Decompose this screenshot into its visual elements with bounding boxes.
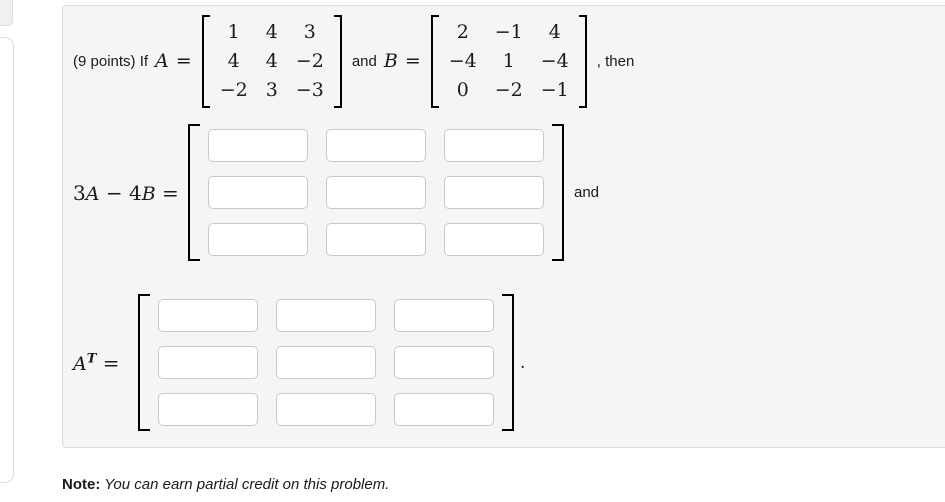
matrix-cell: −4: [448, 49, 477, 72]
matrix-input[interactable]: [326, 176, 426, 209]
matrix-cell: −4: [540, 49, 569, 72]
matrix-b-values: 2 −1 4 −4 1 −4 0 −2 −1: [439, 15, 579, 108]
right-bracket: [333, 14, 342, 108]
matrix-a-display: 1 4 3 4 4 −2 −2 3 −3: [201, 14, 342, 108]
transpose-superscript: T: [86, 350, 97, 366]
matrix-b-symbol: B: [383, 50, 398, 72]
left-bracket: [201, 14, 210, 108]
matrix-input[interactable]: [276, 393, 376, 426]
matrix-cell: 4: [548, 20, 561, 43]
matrix-cell: −3: [295, 78, 324, 101]
matrix-cell: 1: [502, 49, 515, 72]
left-bracket: [138, 294, 150, 431]
answer-grid-a-transpose: [158, 294, 494, 431]
matrix-cell: 1: [227, 20, 240, 43]
answer-block-a-transpose: AT = .: [73, 294, 525, 431]
matrix-b-display: 2 −1 4 −4 1 −4 0 −2 −1: [430, 14, 587, 108]
matrix-input[interactable]: [444, 129, 544, 162]
matrix-input[interactable]: [158, 346, 258, 379]
matrix-input[interactable]: [276, 299, 376, 332]
top-left-panel-fragment: [0, 0, 13, 26]
equals-sign: =: [96, 350, 120, 375]
left-bracket: [430, 14, 439, 108]
note-prefix: Note:: [62, 476, 101, 493]
matrix-a-symbol: A: [155, 50, 169, 72]
matrix-cell: −1: [540, 78, 569, 101]
matrix-cell: −2: [494, 78, 523, 101]
right-bracket: [502, 294, 514, 431]
right-bracket: [578, 14, 587, 108]
coefficient: 3: [73, 180, 86, 205]
matrix-cell: 4: [265, 49, 278, 72]
partial-credit-note: Note: You can earn partial credit on thi…: [62, 476, 389, 493]
matrix-input[interactable]: [326, 129, 426, 162]
problem-panel: (9 points) If A = 1 4 3 4 4 −2 −2 3 −3 a: [62, 5, 945, 448]
matrix-input[interactable]: [158, 299, 258, 332]
problem-statement: (9 points) If A = 1 4 3 4 4 −2 −2 3 −3 a: [73, 14, 634, 108]
matrix-cell: 3: [303, 20, 316, 43]
and-label: and: [574, 184, 600, 201]
minus-sign: −: [99, 180, 129, 205]
matrix-input[interactable]: [276, 346, 376, 379]
equals-sign: =: [155, 180, 179, 205]
matrix-input[interactable]: [158, 393, 258, 426]
expression-label-a-transpose: AT =: [73, 351, 138, 375]
matrix-cell: 2: [456, 20, 469, 43]
points-label: (9 points) If: [73, 52, 149, 70]
left-bracket: [188, 124, 200, 261]
matrix-cell: −2: [295, 49, 324, 72]
matrix-a-values: 1 4 3 4 4 −2 −2 3 −3: [210, 15, 334, 108]
matrix-cell: 4: [265, 20, 278, 43]
answer-grid-3a-4b: [208, 124, 544, 261]
matrix-cell: −2: [219, 78, 248, 101]
matrix-input[interactable]: [394, 299, 494, 332]
variable-a: A: [73, 352, 87, 375]
matrix-input[interactable]: [208, 176, 308, 209]
expression-label-3a-4b: 3A − 4B =: [73, 181, 188, 205]
matrix-input[interactable]: [394, 393, 494, 426]
matrix-cell: 3: [265, 78, 278, 101]
matrix-cell: 0: [456, 78, 469, 101]
then-label: , then: [596, 52, 635, 70]
and-label: and: [351, 52, 377, 70]
equals-sign: =: [404, 50, 421, 72]
matrix-input[interactable]: [326, 223, 426, 256]
matrix-input[interactable]: [394, 346, 494, 379]
matrix-cell: 4: [227, 49, 240, 72]
matrix-cell: −1: [494, 20, 523, 43]
matrix-input[interactable]: [444, 223, 544, 256]
right-bracket: [552, 124, 564, 261]
coefficient: 4: [128, 180, 142, 205]
matrix-input[interactable]: [444, 176, 544, 209]
left-sidebar-card: [0, 37, 14, 483]
equals-sign: =: [175, 50, 192, 72]
variable-b: B: [141, 182, 156, 205]
period: .: [520, 352, 526, 373]
variable-a: A: [85, 182, 100, 205]
note-text: You can earn partial credit on this prob…: [100, 476, 390, 493]
matrix-input[interactable]: [208, 223, 308, 256]
matrix-input[interactable]: [208, 129, 308, 162]
answer-block-3a-minus-4b: 3A − 4B = and: [73, 124, 599, 261]
